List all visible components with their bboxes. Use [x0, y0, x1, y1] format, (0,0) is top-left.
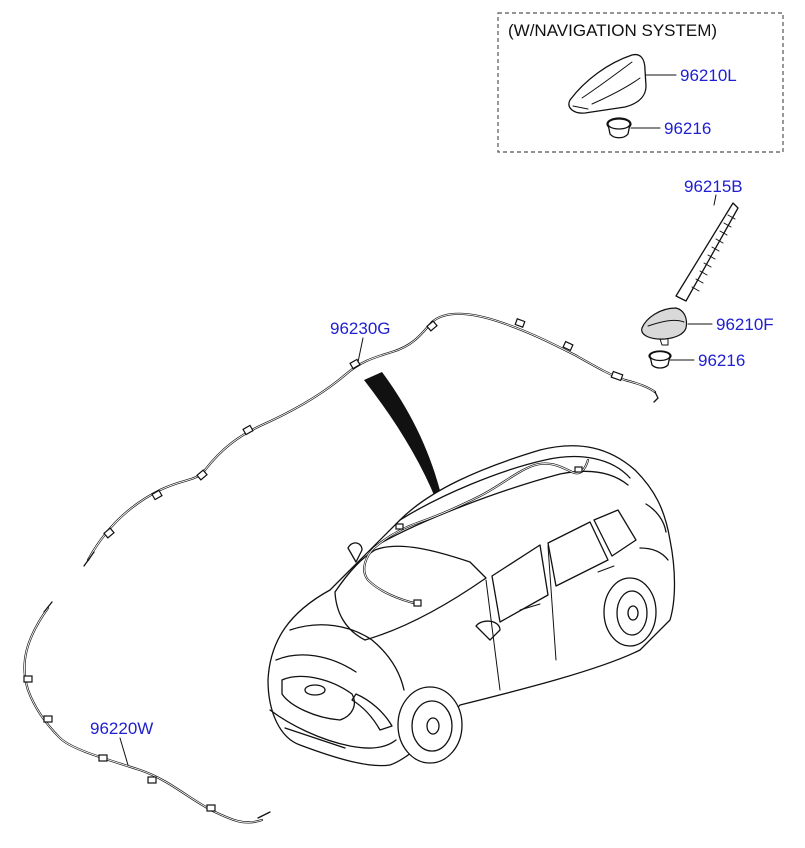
- label-96210L[interactable]: 96210L: [680, 66, 737, 85]
- vehicle-roof-cable: [363, 458, 590, 607]
- main-feeder-cable: [23, 601, 271, 824]
- navigation-inset: (W/NAVIGATION SYSTEM) 96210L 96216: [497, 12, 784, 153]
- shark-fin-antenna-icon: [568, 53, 647, 114]
- label-96210F[interactable]: 96210F: [716, 315, 774, 334]
- label-96215B[interactable]: 96215B: [684, 177, 743, 196]
- label-96216-nav[interactable]: 96216: [664, 119, 711, 138]
- label-96220W[interactable]: 96220W: [90, 719, 153, 738]
- base-pad-icon: [648, 350, 672, 369]
- leader-96220W: [119, 737, 129, 766]
- vehicle-outline: [267, 445, 676, 767]
- base-pad-nav-icon: [606, 117, 632, 139]
- inset-title: (W/NAVIGATION SYSTEM): [508, 21, 717, 40]
- leader-96230G: [357, 337, 364, 363]
- leader-96215B: [713, 194, 717, 206]
- callout-wedge: [364, 372, 442, 500]
- label-96230G[interactable]: 96230G: [330, 319, 391, 338]
- antenna-base-icon: [641, 307, 688, 346]
- antenna-rod-icon: [675, 202, 739, 302]
- roof-feeder-cable: [83, 312, 659, 567]
- inset-dashed-border: [497, 12, 784, 153]
- label-96216[interactable]: 96216: [698, 351, 745, 370]
